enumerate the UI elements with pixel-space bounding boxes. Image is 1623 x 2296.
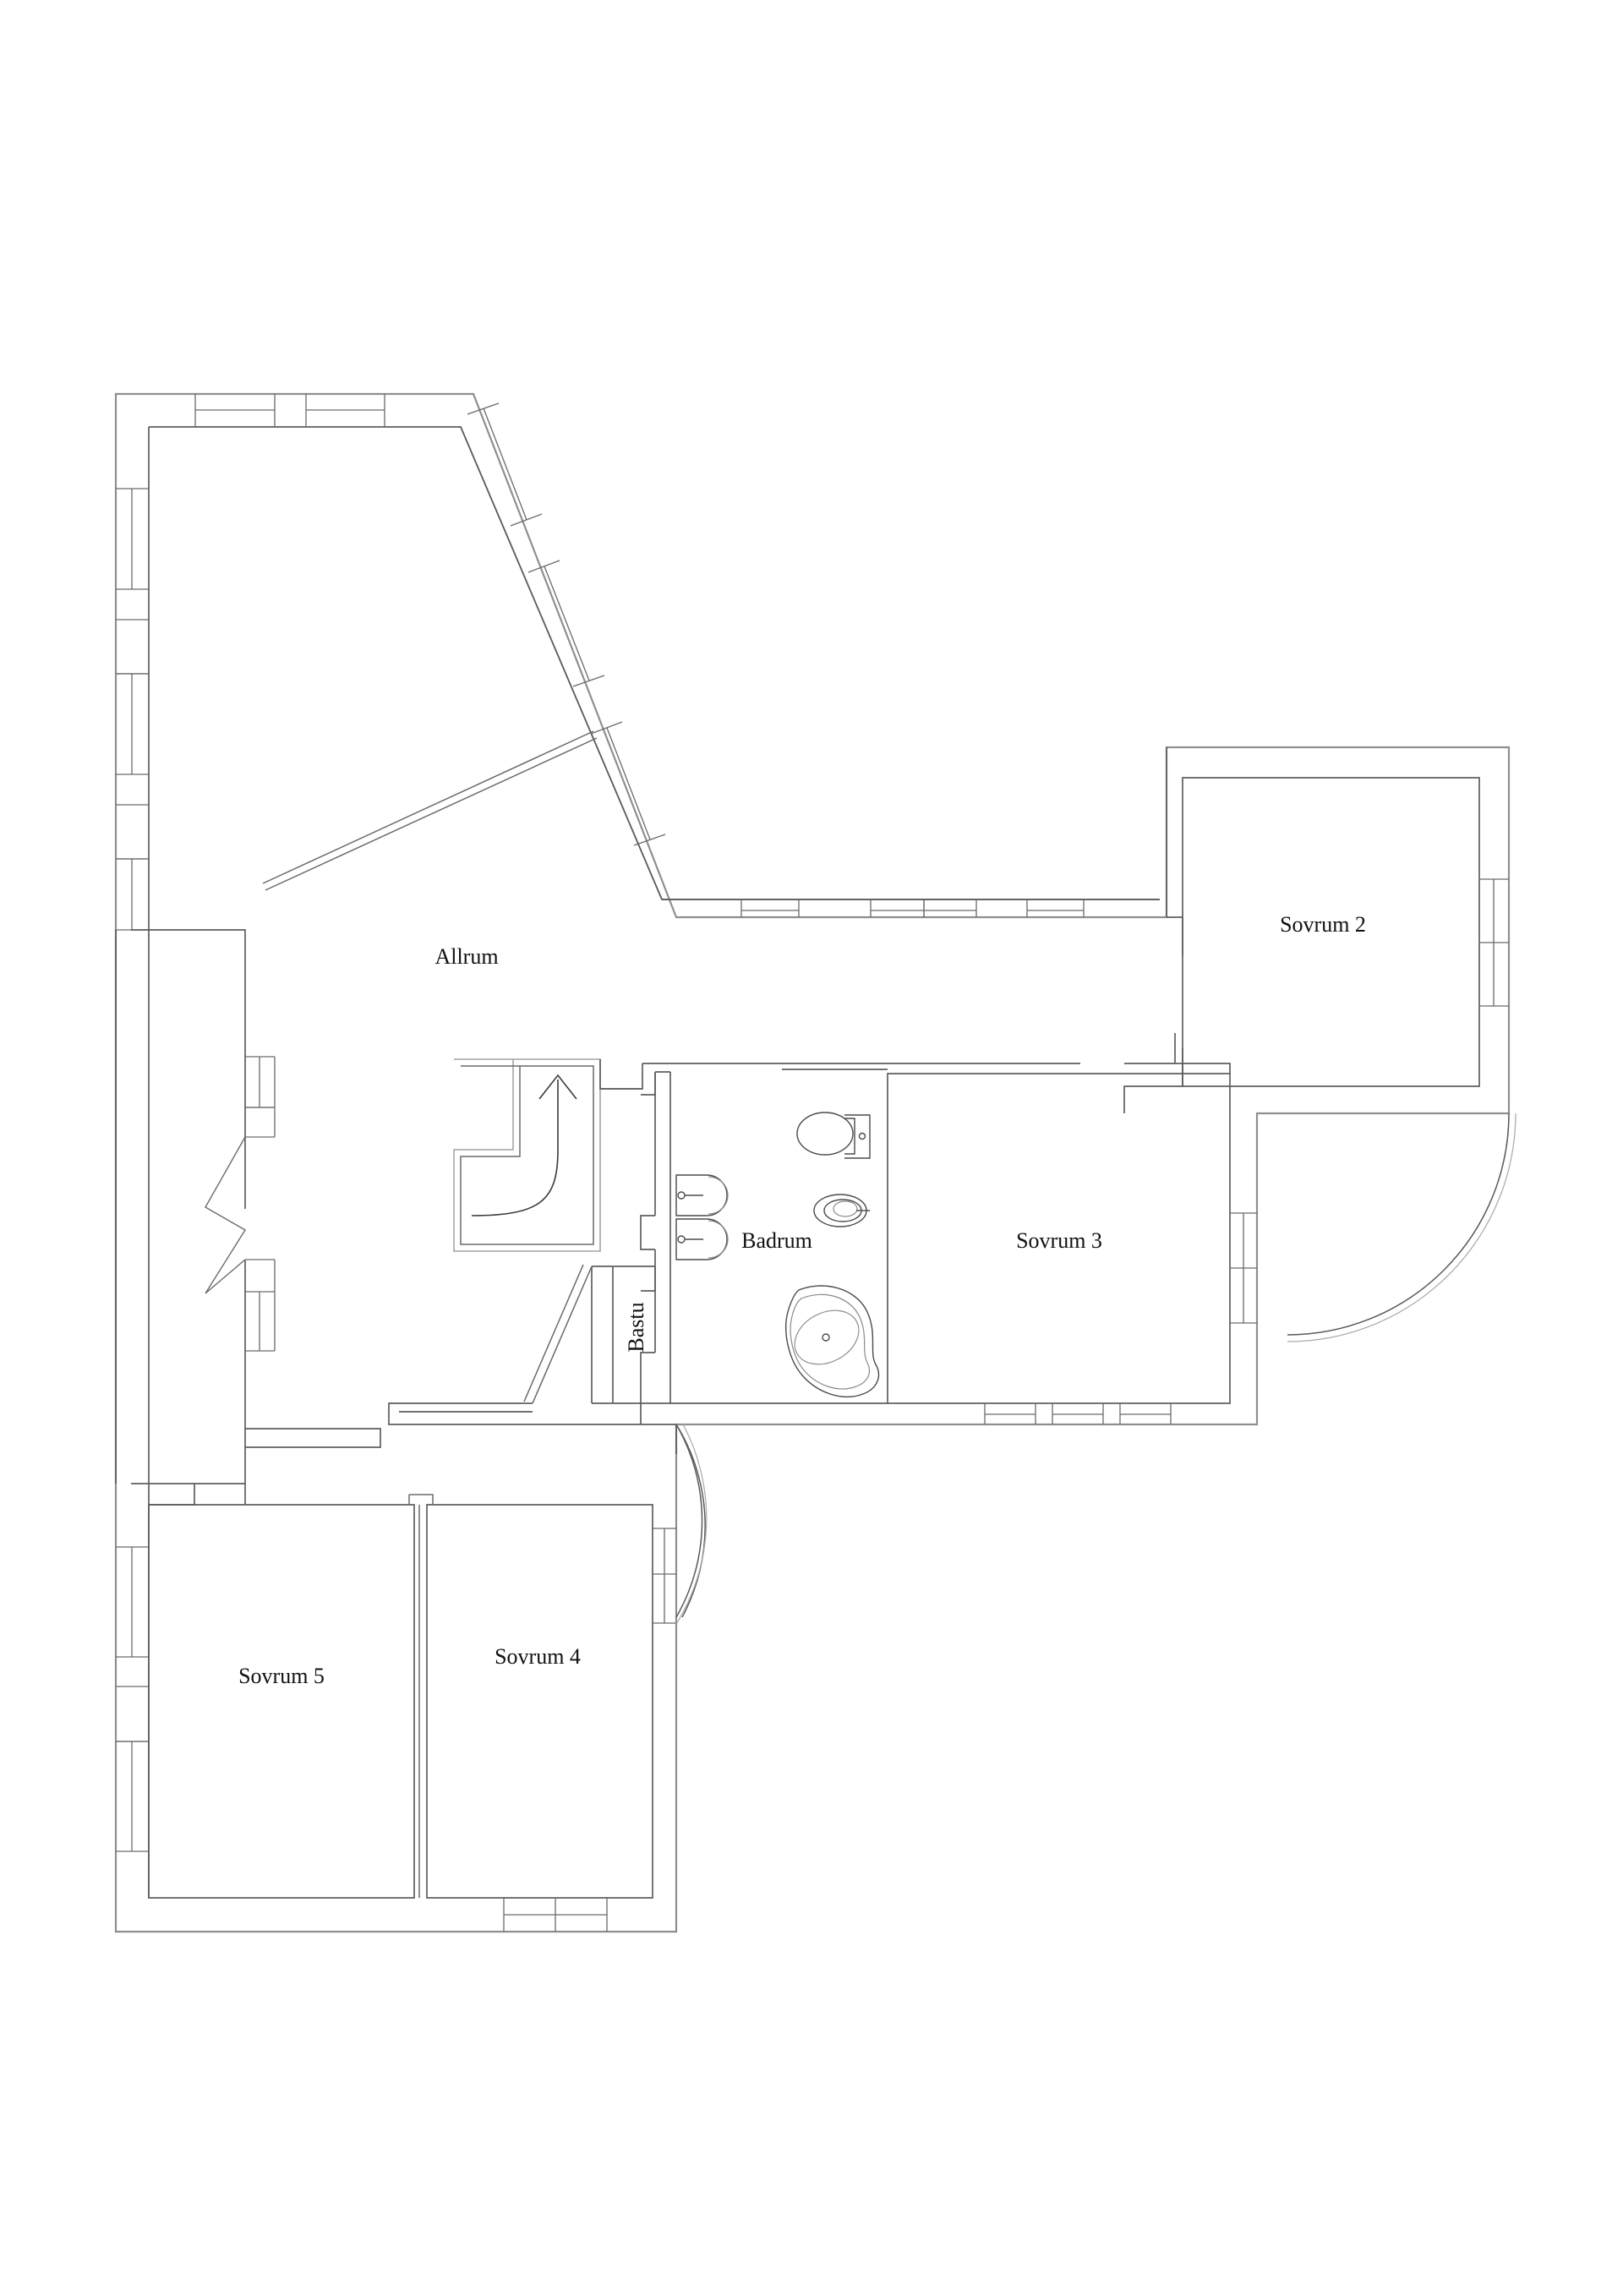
outer-wall-envelope xyxy=(114,392,1511,1933)
diagonal-wall xyxy=(460,402,666,900)
room-sovrum3 xyxy=(782,1033,1257,1424)
room-label-sovrum3: Sovrum 3 xyxy=(1016,1228,1102,1253)
fixture-bidet xyxy=(813,1194,870,1227)
room-label-bastu: Bastu xyxy=(624,1302,648,1352)
room-sovrum5 xyxy=(116,1484,415,1899)
allrum-inner-wall xyxy=(148,426,1160,930)
room-bastu xyxy=(523,1264,656,1404)
fixture-sink-2 xyxy=(675,1218,729,1260)
door-swing-hall xyxy=(675,1424,708,1625)
window-group-left-upper xyxy=(116,488,149,931)
left-storage xyxy=(115,929,381,1484)
room-label-sovrum5: Sovrum 5 xyxy=(238,1664,325,1688)
window-group-top xyxy=(194,394,385,427)
window-group-top-corridor xyxy=(662,899,1160,917)
staircase xyxy=(453,1058,642,1252)
allrum-diagonal-divider xyxy=(262,730,598,891)
room-label-allrum: Allrum xyxy=(434,944,498,969)
room-label-sovrum4: Sovrum 4 xyxy=(495,1644,581,1669)
door-swing-sovrum2 xyxy=(1287,1112,1516,1342)
room-sovrum2 xyxy=(1123,747,1509,1113)
room-sovrum4 xyxy=(408,1494,676,1932)
corridor-walls xyxy=(388,1059,677,1454)
fixture-bathtub xyxy=(785,1285,880,1398)
room-label-sovrum2: Sovrum 2 xyxy=(1280,912,1366,937)
room-label-badrum: Badrum xyxy=(741,1228,812,1253)
room-label-group: Allrum Sovrum 2 Sovrum 3 Badrum Bastu So… xyxy=(238,912,1366,1688)
fixture-sink-1 xyxy=(675,1174,729,1216)
fixture-toilet xyxy=(796,1112,871,1159)
